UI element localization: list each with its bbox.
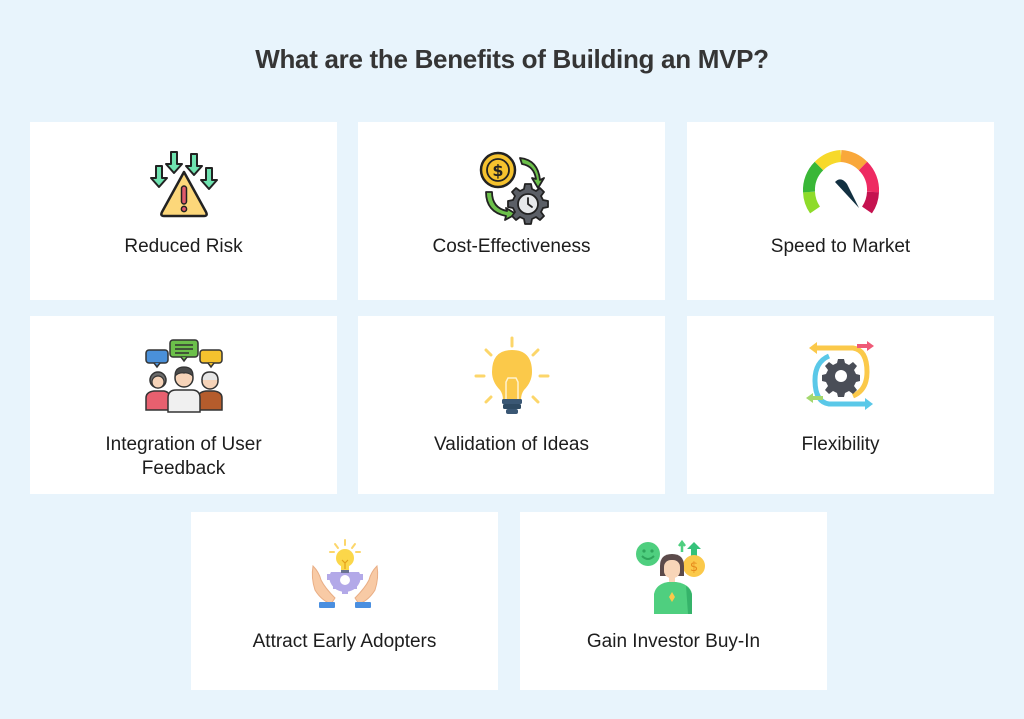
users-chat-bubbles-icon bbox=[144, 336, 224, 416]
card-label: Reduced Risk bbox=[124, 236, 243, 257]
card-gain-investor-buy-in: $ Gain Investor Buy-In bbox=[520, 512, 827, 690]
svg-text:$: $ bbox=[492, 161, 503, 180]
card-user-feedback: Integration of User Feedback bbox=[30, 316, 337, 494]
warning-arrows-down-icon bbox=[144, 148, 224, 228]
card-attract-early-adopters: Attract Early Adopters bbox=[191, 512, 498, 690]
card-flexibility: Flexibility bbox=[687, 316, 994, 494]
coin-gear-cycle-icon: $ bbox=[472, 146, 552, 226]
card-label: Speed to Market bbox=[770, 236, 911, 257]
investor-growth-icon: $ bbox=[634, 536, 714, 616]
card-label: Integration of User Feedback bbox=[105, 434, 262, 479]
card-label: Flexibility bbox=[801, 434, 880, 455]
card-reduced-risk: Reduced Risk bbox=[30, 122, 337, 300]
card-speed-to-market: Speed to Market bbox=[687, 122, 994, 300]
card-label: Cost-Effectiveness bbox=[432, 236, 591, 257]
page-title: What are the Benefits of Building an MVP… bbox=[255, 44, 769, 74]
card-cost-effectiveness: $ Cost-Effectiveness bbox=[358, 122, 665, 300]
lightbulb-icon bbox=[472, 336, 552, 416]
svg-text:$: $ bbox=[689, 560, 697, 575]
card-label: Attract Early Adopters bbox=[252, 631, 437, 652]
card-label: Gain Investor Buy-In bbox=[586, 631, 761, 652]
gear-arrows-icon bbox=[801, 336, 881, 416]
card-validation-of-ideas: Validation of Ideas bbox=[358, 316, 665, 494]
card-label: Validation of Ideas bbox=[434, 434, 589, 455]
hands-lightbulb-gear-icon bbox=[305, 538, 385, 618]
speedometer-icon bbox=[801, 146, 881, 226]
